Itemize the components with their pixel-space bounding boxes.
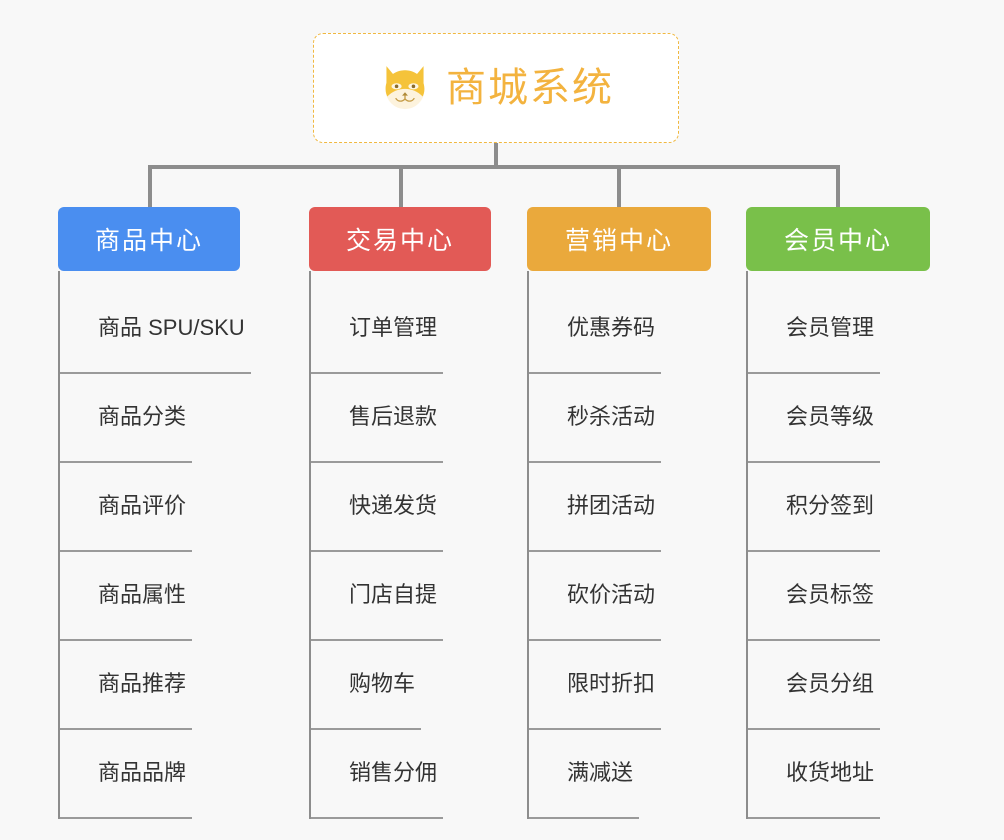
leaf-label: 商品推荐 bbox=[98, 670, 187, 696]
branch-column-2: 交易中心 订单管理 售后退款 快递发货 门店自提 购物车 bbox=[309, 207, 491, 819]
list-item[interactable]: 销售分佣 bbox=[311, 730, 491, 819]
shiba-dog-face-icon bbox=[385, 66, 425, 110]
leaf-label: 会员分组 bbox=[786, 670, 875, 696]
connector-trunk bbox=[494, 143, 498, 168]
leaf-underline bbox=[748, 817, 880, 819]
list-item[interactable]: 商品品牌 bbox=[60, 730, 240, 819]
leaf-label: 订单管理 bbox=[349, 314, 438, 340]
list-item[interactable]: 订单管理 bbox=[311, 285, 491, 374]
leaf-underline bbox=[748, 550, 880, 552]
list-item[interactable]: 砍价活动 bbox=[529, 552, 711, 641]
root-node[interactable]: 商城系统 bbox=[313, 33, 679, 143]
leaf-label: 优惠券码 bbox=[567, 314, 656, 340]
leaf-underline bbox=[311, 817, 443, 819]
branch-column-1: 商品中心 商品 SPU/SKU 商品分类 商品评价 商品属性 商品推荐 bbox=[58, 207, 251, 819]
category-box-2[interactable]: 交易中心 bbox=[309, 207, 491, 271]
leaf-label: 拼团活动 bbox=[567, 492, 656, 518]
leaf-list-1: 商品 SPU/SKU 商品分类 商品评价 商品属性 商品推荐 商品品牌 bbox=[58, 271, 251, 819]
leaf-label: 门店自提 bbox=[349, 581, 438, 607]
list-item[interactable]: 会员分组 bbox=[748, 641, 930, 730]
category-box-4[interactable]: 会员中心 bbox=[746, 207, 930, 271]
leaf-underline bbox=[529, 728, 661, 730]
connector-drop-1 bbox=[148, 165, 152, 207]
list-item[interactable]: 购物车 bbox=[311, 641, 491, 730]
leaf-label: 售后退款 bbox=[349, 403, 438, 429]
leaf-label: 积分签到 bbox=[786, 492, 875, 518]
list-item[interactable]: 收货地址 bbox=[748, 730, 930, 819]
root-title: 商城系统 bbox=[446, 66, 614, 110]
leaf-label: 砍价活动 bbox=[567, 581, 656, 607]
leaf-underline bbox=[529, 817, 639, 819]
branch-column-3: 营销中心 优惠券码 秒杀活动 拼团活动 砍价活动 限时折扣 bbox=[527, 207, 711, 819]
leaf-underline bbox=[60, 817, 192, 819]
leaf-underline bbox=[748, 461, 880, 463]
list-item[interactable]: 限时折扣 bbox=[529, 641, 711, 730]
leaf-underline bbox=[60, 461, 192, 463]
leaf-underline bbox=[529, 461, 661, 463]
leaf-label: 会员等级 bbox=[786, 403, 875, 429]
category-box-3[interactable]: 营销中心 bbox=[527, 207, 711, 271]
leaf-list-4: 会员管理 会员等级 积分签到 会员标签 会员分组 收货地址 bbox=[746, 271, 930, 819]
leaf-underline bbox=[529, 639, 661, 641]
branch-column-4: 会员中心 会员管理 会员等级 积分签到 会员标签 会员分组 bbox=[746, 207, 930, 819]
leaf-label: 商品 SPU/SKU bbox=[98, 314, 245, 340]
list-item[interactable]: 快递发货 bbox=[311, 463, 491, 552]
category-label-2: 交易中心 bbox=[345, 227, 454, 255]
category-label-4: 会员中心 bbox=[783, 227, 892, 255]
list-item[interactable]: 售后退款 bbox=[311, 374, 491, 463]
category-label-3: 营销中心 bbox=[564, 227, 673, 255]
list-item[interactable]: 积分签到 bbox=[748, 463, 930, 552]
list-item[interactable]: 满减送 bbox=[529, 730, 711, 819]
leaf-underline bbox=[748, 639, 880, 641]
list-item[interactable]: 商品评价 bbox=[60, 463, 240, 552]
list-item[interactable]: 商品属性 bbox=[60, 552, 240, 641]
list-item[interactable]: 优惠券码 bbox=[529, 285, 711, 374]
leaf-label: 商品属性 bbox=[98, 581, 187, 607]
leaf-label: 购物车 bbox=[349, 670, 416, 696]
connector-bus bbox=[150, 165, 838, 169]
leaf-underline bbox=[311, 728, 421, 730]
leaf-list-3: 优惠券码 秒杀活动 拼团活动 砍价活动 限时折扣 满减送 bbox=[527, 271, 711, 819]
leaf-underline bbox=[529, 550, 661, 552]
leaf-underline bbox=[311, 639, 443, 641]
leaf-label: 满减送 bbox=[567, 759, 634, 785]
leaf-underline bbox=[60, 639, 192, 641]
list-item[interactable]: 会员标签 bbox=[748, 552, 930, 641]
connector-drop-2 bbox=[399, 165, 403, 207]
list-item[interactable]: 秒杀活动 bbox=[529, 374, 711, 463]
leaf-label: 商品品牌 bbox=[98, 759, 187, 785]
leaf-underline bbox=[529, 372, 661, 374]
leaf-underline bbox=[311, 372, 443, 374]
list-item[interactable]: 会员管理 bbox=[748, 285, 930, 374]
leaf-label: 收货地址 bbox=[786, 759, 875, 785]
leaf-underline bbox=[60, 372, 251, 374]
category-label-1: 商品中心 bbox=[94, 227, 203, 255]
leaf-underline bbox=[311, 461, 443, 463]
leaf-label: 会员标签 bbox=[786, 581, 875, 607]
list-item[interactable]: 会员等级 bbox=[748, 374, 930, 463]
leaf-underline bbox=[60, 728, 192, 730]
leaf-label: 快递发货 bbox=[349, 492, 438, 518]
connector-drop-3 bbox=[617, 165, 621, 207]
list-item[interactable]: 拼团活动 bbox=[529, 463, 711, 552]
list-item[interactable]: 门店自提 bbox=[311, 552, 491, 641]
leaf-label: 商品评价 bbox=[98, 492, 187, 518]
list-item[interactable]: 商品 SPU/SKU bbox=[60, 285, 251, 374]
leaf-list-2: 订单管理 售后退款 快递发货 门店自提 购物车 销售分佣 bbox=[309, 271, 491, 819]
leaf-underline bbox=[748, 728, 880, 730]
leaf-underline bbox=[60, 550, 192, 552]
leaf-label: 会员管理 bbox=[786, 314, 875, 340]
category-box-1[interactable]: 商品中心 bbox=[58, 207, 240, 271]
leaf-label: 限时折扣 bbox=[567, 670, 656, 696]
list-item[interactable]: 商品推荐 bbox=[60, 641, 240, 730]
list-item[interactable]: 商品分类 bbox=[60, 374, 240, 463]
leaf-label: 秒杀活动 bbox=[567, 403, 656, 429]
leaf-underline bbox=[311, 550, 443, 552]
leaf-label: 销售分佣 bbox=[349, 759, 438, 785]
leaf-underline bbox=[748, 372, 880, 374]
connector-drop-4 bbox=[836, 165, 840, 207]
leaf-label: 商品分类 bbox=[98, 403, 187, 429]
